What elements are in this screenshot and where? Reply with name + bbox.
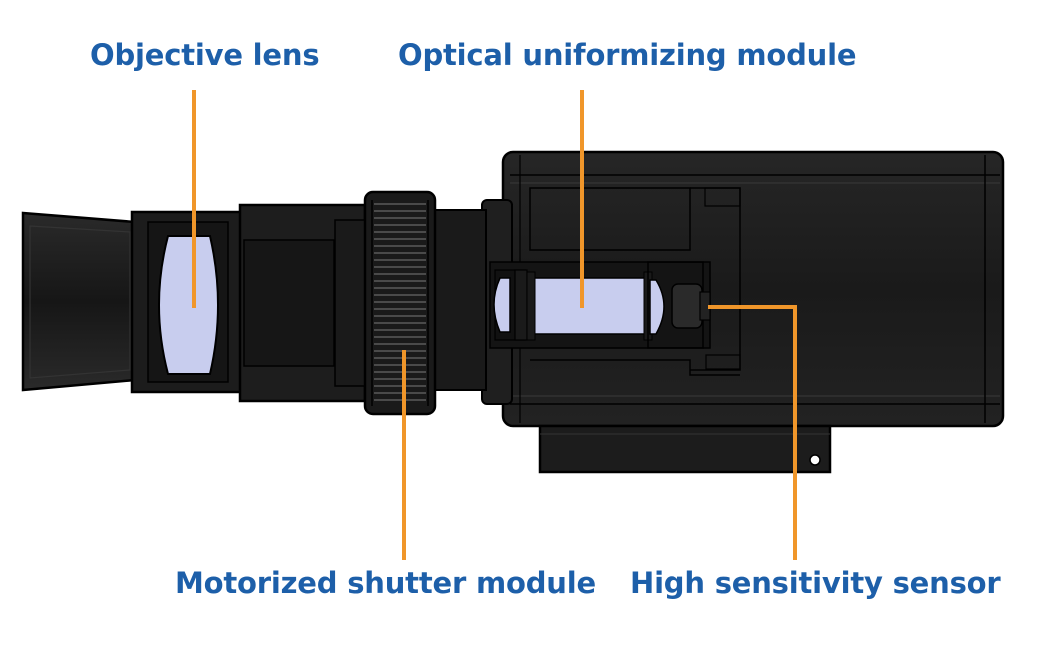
- leader-line-high-sensitivity-sensor: [708, 305, 797, 560]
- lens-barrel: [238, 203, 367, 403]
- motorized-shutter-ring: [363, 190, 437, 416]
- objective-lens-housing: [130, 210, 246, 394]
- label-objective-lens: Objective lens: [90, 38, 320, 72]
- label-high-sensitivity-sensor: High sensitivity sensor: [630, 566, 1001, 600]
- label-optical-uniformizing-module: Optical uniformizing module: [398, 38, 857, 72]
- leader-lines: [192, 90, 797, 560]
- label-motorized-shutter-module: Motorized shutter module: [175, 566, 596, 600]
- lens-hood: [21, 211, 137, 392]
- mounting-plate: [538, 424, 832, 474]
- lens-mount-flange: [431, 199, 513, 405]
